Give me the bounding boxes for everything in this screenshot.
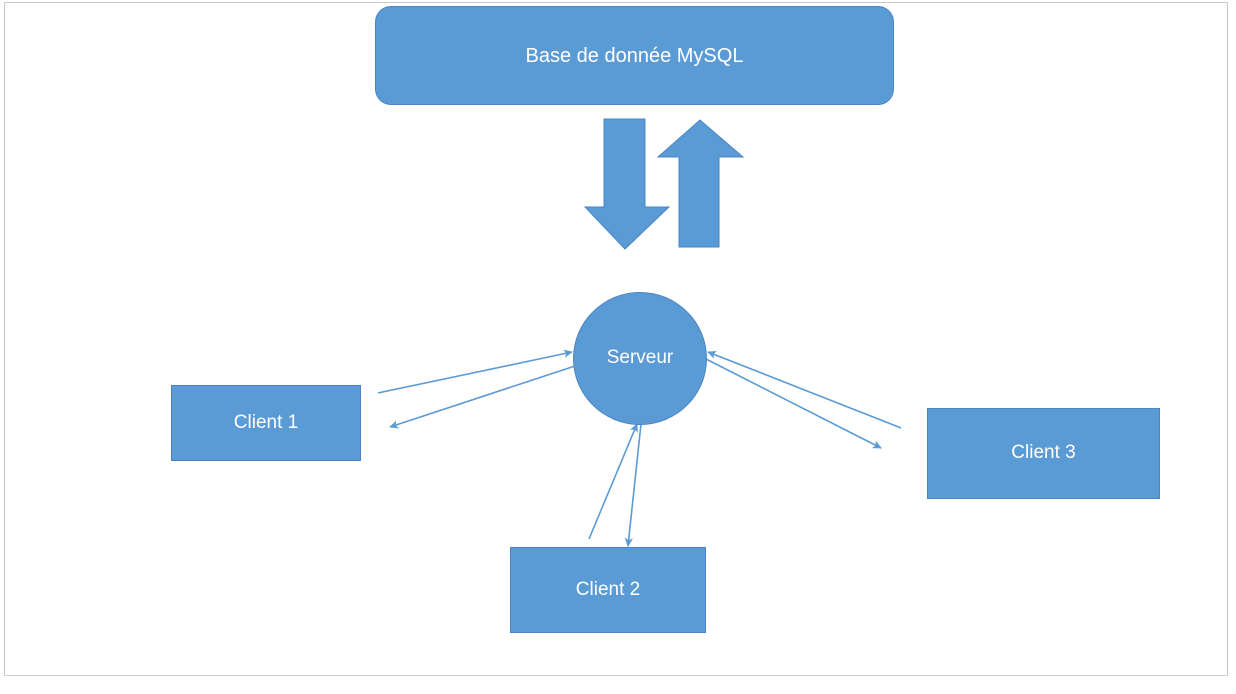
server-node-label: Serveur bbox=[606, 347, 674, 369]
connector-server-to-client3 bbox=[705, 358, 882, 449]
connector-client2-to-server bbox=[588, 423, 638, 540]
connector-client3-to-server bbox=[707, 351, 902, 429]
client1-node-label: Client 1 bbox=[233, 411, 299, 433]
connector-server-to-client2 bbox=[624, 423, 642, 547]
client2-node-label: Client 2 bbox=[575, 578, 641, 600]
client3-node[interactable]: Client 3 bbox=[927, 408, 1160, 499]
client3-node-label: Client 3 bbox=[1011, 442, 1076, 464]
client2-node[interactable]: Client 2 bbox=[510, 547, 706, 633]
server-node[interactable]: Serveur bbox=[573, 292, 707, 425]
database-node-label: Base de donnée MySQL bbox=[525, 44, 744, 67]
block-arrow-up-icon bbox=[656, 119, 745, 248]
block-arrow-down-icon bbox=[583, 118, 671, 250]
client1-node[interactable]: Client 1 bbox=[171, 385, 361, 461]
database-node[interactable]: Base de donnée MySQL bbox=[375, 6, 894, 105]
connector-client1-to-server bbox=[377, 349, 573, 394]
connector-server-to-client1 bbox=[389, 364, 579, 429]
